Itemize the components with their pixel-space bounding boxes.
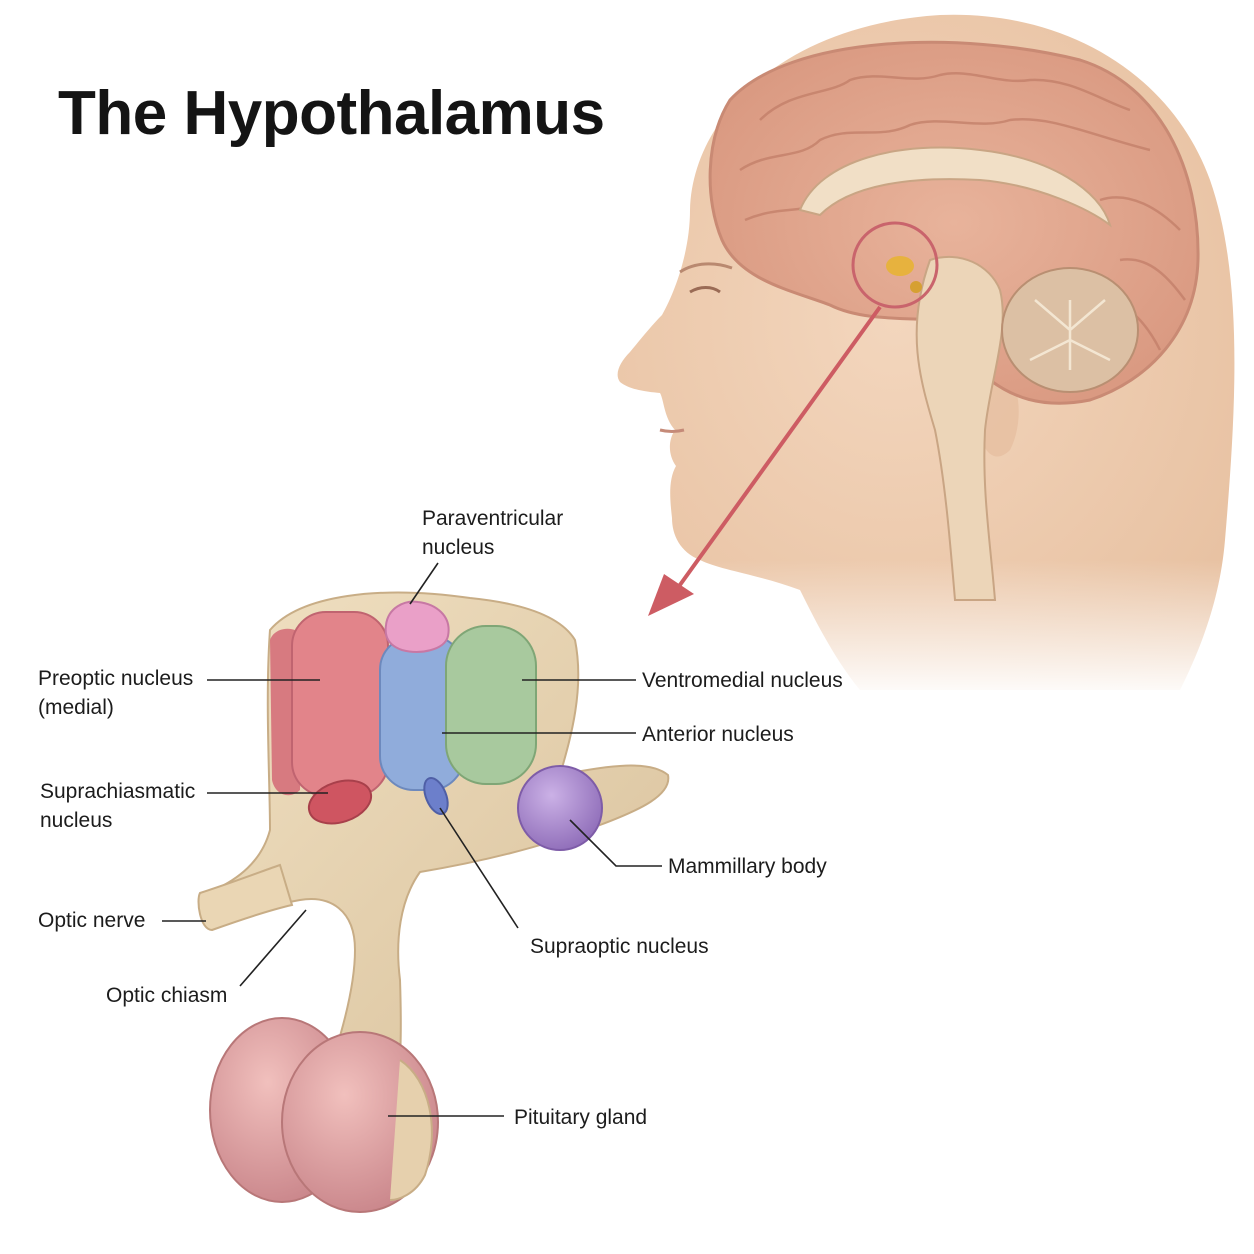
pointer-arrow [648, 305, 882, 616]
paraventricular-nucleus [384, 600, 450, 653]
brainstem [915, 255, 1004, 601]
corpus-callosum [798, 146, 1112, 228]
label-line: Suprachiasmatic [40, 780, 196, 803]
suprachiasmatic-nucleus [307, 779, 373, 825]
label-line: Preoptic nucleus [38, 667, 194, 690]
label-anterior-nucleus: Anterior nucleus [642, 720, 794, 749]
label-line: Supraoptic nucleus [530, 935, 709, 958]
label-line: nucleus [40, 809, 113, 832]
label-optic-nerve: Optic nerve [38, 906, 145, 935]
eyebrow [679, 262, 733, 274]
lips [659, 428, 685, 433]
leader-mammillary [569, 819, 662, 867]
hypothalamus-in-brain [886, 256, 914, 276]
mammillary-body [517, 765, 603, 851]
leader-optic-chiasm [239, 909, 307, 987]
ventromedial-nucleus [445, 625, 537, 785]
label-line: Ventromedial nucleus [642, 669, 843, 692]
pituitary-gland-shape [209, 1017, 439, 1213]
label-line: Mammillary body [668, 855, 827, 878]
head-illustration [617, 14, 1254, 700]
label-line: Anterior nucleus [642, 723, 794, 746]
label-line: Pituitary gland [514, 1106, 648, 1129]
label-paraventricular-nucleus: Paraventricular nucleus [422, 504, 563, 562]
label-ventromedial-nucleus: Ventromedial nucleus [642, 666, 843, 695]
eye [689, 286, 721, 294]
label-suprachiasmatic-nucleus: Suprachiasmatic nucleus [40, 777, 195, 835]
page-title: The Hypothalamus [58, 79, 605, 148]
label-supraoptic-nucleus: Supraoptic nucleus [530, 932, 709, 961]
neck-fade [640, 560, 1254, 700]
label-line: Optic nerve [38, 909, 146, 932]
label-pituitary-gland: Pituitary gland [514, 1103, 647, 1132]
preoptic-nucleus [291, 611, 389, 797]
label-line: (medial) [38, 696, 114, 719]
optic-nerve [197, 863, 294, 932]
label-line: Optic chiasm [106, 984, 228, 1007]
hypothalamus-highlight-circle [851, 221, 939, 309]
label-optic-chiasm: Optic chiasm [106, 981, 227, 1010]
label-preoptic-nucleus: Preoptic nucleus (medial) [38, 664, 193, 722]
leader-supraoptic [439, 807, 519, 929]
label-line: nucleus [422, 536, 495, 559]
pituitary-in-brain [910, 281, 922, 293]
cerebellum [1001, 267, 1139, 393]
leader-paraventricular [409, 562, 439, 605]
label-line: Paraventricular [422, 507, 564, 530]
hypothalamus-detail [197, 591, 670, 1213]
label-mammillary-body: Mammillary body [668, 852, 827, 881]
leader-lines [162, 562, 662, 1117]
